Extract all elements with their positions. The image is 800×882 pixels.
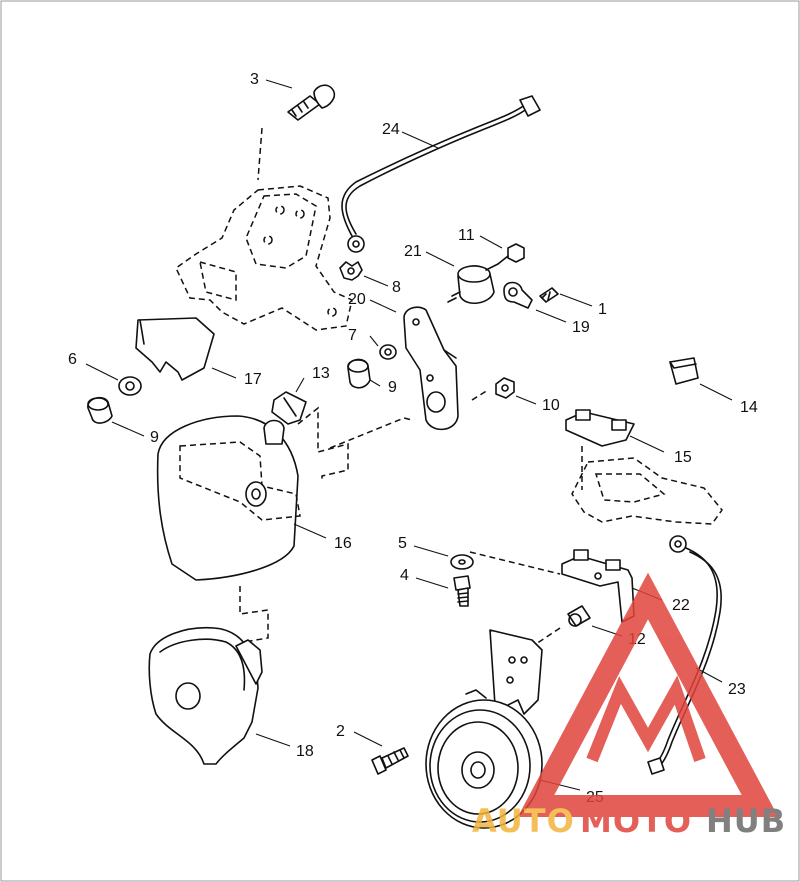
label-13: 13 <box>312 365 330 382</box>
watermark-auto: AUTO <box>472 802 575 840</box>
part-8-star-washer <box>339 261 363 281</box>
part-16-horn-cover <box>156 415 301 581</box>
watermark-moto: MOTO <box>580 802 692 840</box>
part-21-isolator <box>447 263 499 304</box>
label-17: 17 <box>244 371 262 388</box>
part-19-cable-clip <box>503 281 533 309</box>
label-10: 10 <box>542 397 560 414</box>
dashed-path-20 <box>329 417 413 449</box>
label-7: 7 <box>348 327 357 344</box>
part-9-acorn-nut-left <box>87 396 113 424</box>
dashed-path-10 <box>471 389 489 401</box>
label-11: 11 <box>458 227 475 244</box>
watermark-logo: AUTO MOTO HUB <box>472 572 786 840</box>
label-14: 14 <box>740 399 758 416</box>
part-6-washer <box>118 376 142 396</box>
lower-mount-bracket <box>571 457 723 525</box>
label-15: 15 <box>674 449 692 466</box>
part-12-spacer <box>567 605 591 627</box>
part-17-rubber-pad <box>135 317 215 381</box>
label-19: 19 <box>572 319 590 336</box>
part-2-screw <box>371 747 409 775</box>
label-5: 5 <box>398 535 407 552</box>
label-9-left: 9 <box>150 429 159 446</box>
part-20-horn-bracket <box>403 306 459 431</box>
dashed-path-3 <box>257 127 263 181</box>
part-5-washer <box>450 554 474 570</box>
label-8: 8 <box>392 279 401 296</box>
part-9-acorn-nut-upper <box>347 358 371 389</box>
label-1: 1 <box>598 301 607 318</box>
part-1-screw <box>539 287 559 303</box>
label-22: 22 <box>672 597 690 614</box>
part-13-clip <box>271 391 307 425</box>
dashed-path-13 <box>297 406 349 482</box>
label-23: 23 <box>728 681 746 698</box>
part-3-bolt <box>287 84 336 121</box>
part-7-washer <box>379 344 397 360</box>
dashed-path-5 <box>469 551 561 575</box>
part-24-ground-cable <box>341 95 541 253</box>
watermark-hub: HUB <box>706 802 786 840</box>
part-10-nut <box>495 377 515 399</box>
label-6: 6 <box>68 351 77 368</box>
label-4: 4 <box>400 567 409 584</box>
label-18: 18 <box>296 743 314 760</box>
part-15-mount-plate <box>565 409 635 447</box>
part-18-horn <box>148 626 263 765</box>
label-21: 21 <box>404 243 422 260</box>
part-11-nut <box>497 243 525 265</box>
label-16: 16 <box>334 535 352 552</box>
label-9-upper: 9 <box>388 379 397 396</box>
label-3: 3 <box>250 71 259 88</box>
label-20: 20 <box>348 291 366 308</box>
label-2: 2 <box>336 723 345 740</box>
part-4-screw <box>453 575 471 607</box>
part-23-horn-cable <box>647 535 722 775</box>
upper-mount-bracket <box>175 185 353 331</box>
part-25-horn <box>425 689 543 829</box>
label-24: 24 <box>382 121 400 138</box>
dashed-path-16-18 <box>239 586 269 643</box>
part-14-cap <box>669 357 699 385</box>
